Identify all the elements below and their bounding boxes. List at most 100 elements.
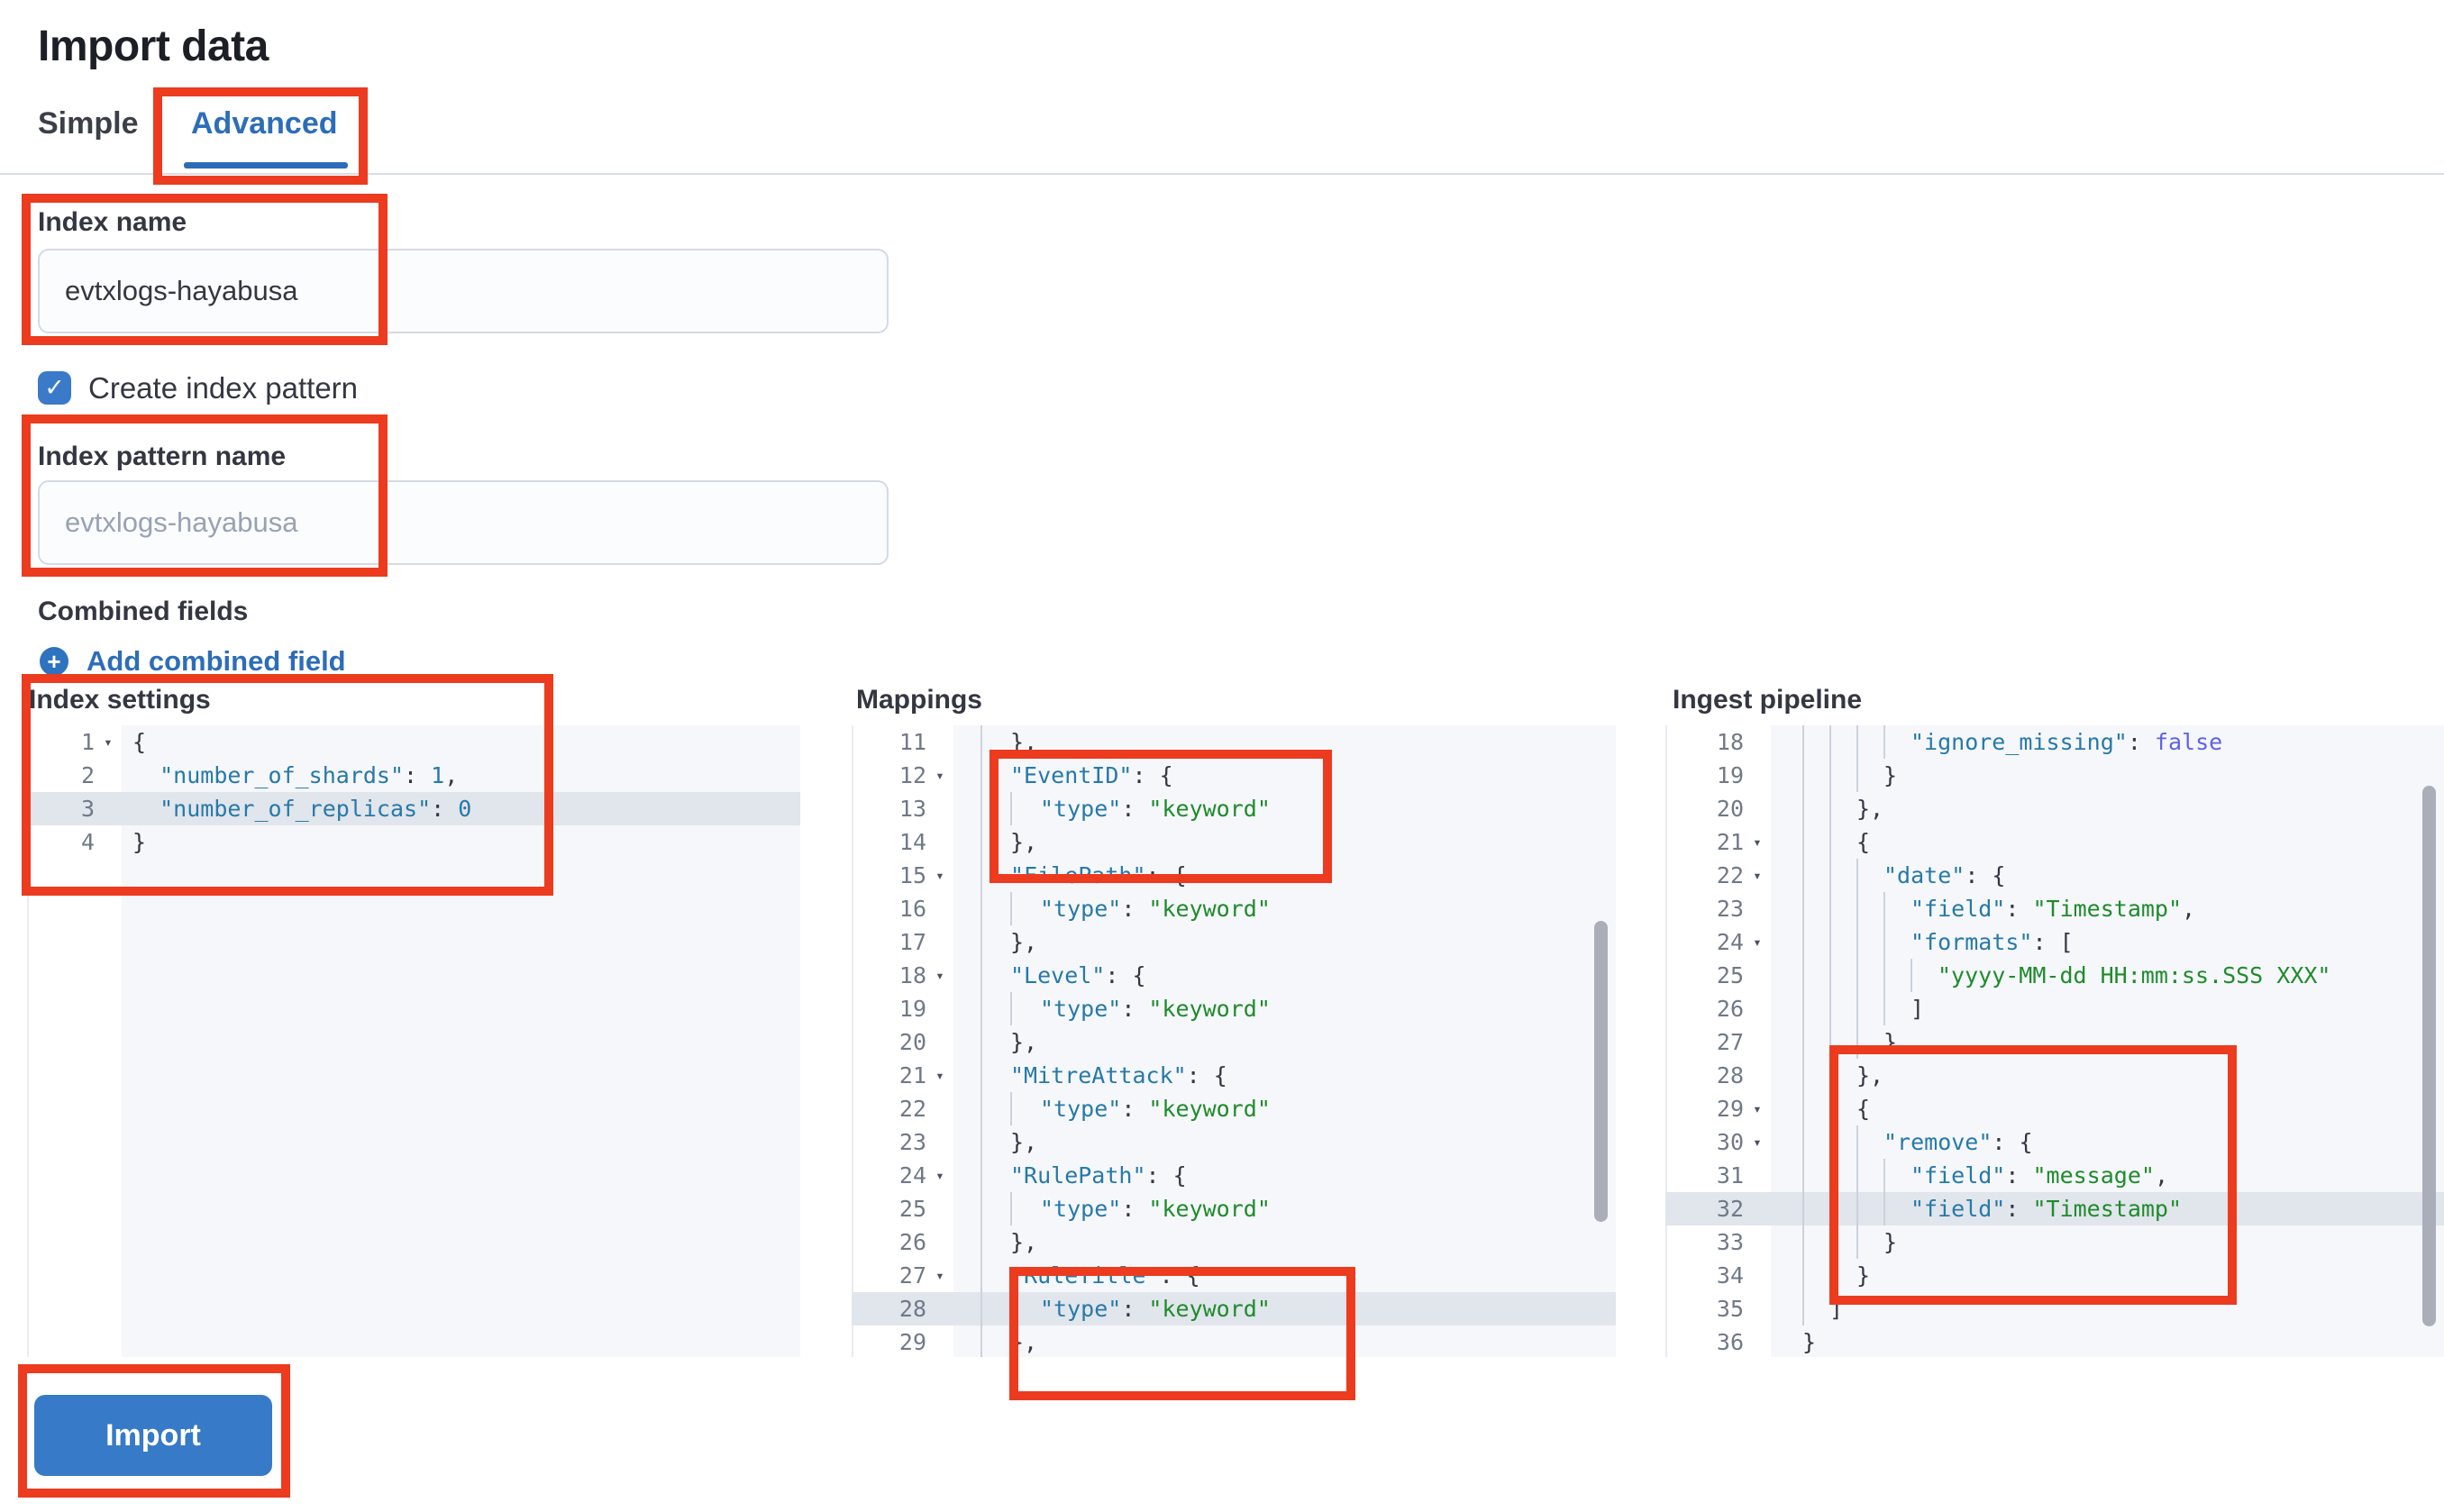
fold-arrow-icon[interactable]: ▾ xyxy=(1753,833,1762,851)
code-text: }, xyxy=(1010,929,1038,955)
fold-arrow-icon[interactable]: ▾ xyxy=(1753,867,1762,884)
indent-guide xyxy=(1010,1292,1040,1325)
tab-advanced[interactable]: Advanced xyxy=(191,106,338,141)
indent-guide xyxy=(1802,992,1829,1025)
mappings-editor[interactable]: 11},12▾"EventID": {13"type": "keyword"14… xyxy=(852,725,1616,1357)
code-text: "type": "keyword" xyxy=(1040,996,1271,1022)
line-number: 21 xyxy=(1716,829,1744,855)
index-pattern-name-input[interactable] xyxy=(38,480,889,565)
line-number: 19 xyxy=(898,996,926,1022)
line-number: 23 xyxy=(1716,896,1744,922)
add-combined-field-button[interactable]: + Add combined field xyxy=(40,645,346,678)
index-pattern-name-label: Index pattern name xyxy=(38,442,287,471)
code-line: 36} xyxy=(1665,1325,2444,1357)
fold-arrow-icon[interactable]: ▾ xyxy=(104,733,113,751)
index-name-input[interactable] xyxy=(38,249,889,333)
code-line: 29 ▾ { xyxy=(1665,1092,2444,1125)
code-text: { xyxy=(1856,1096,1871,1122)
indent-guide xyxy=(1010,992,1040,1025)
create-index-pattern-checkbox[interactable]: ✓ xyxy=(38,371,71,405)
code-line: 20}, xyxy=(1665,792,2444,825)
indent-guide xyxy=(1829,992,1856,1025)
code-text: "type": "keyword" xyxy=(1040,1096,1271,1122)
code-text: "type": "keyword" xyxy=(1040,896,1271,922)
code-text: "Level": { xyxy=(1010,962,1146,988)
indent-guide xyxy=(1829,1259,1856,1292)
code-text: "field": "Timestamp", xyxy=(1911,896,2196,922)
fold-arrow-icon[interactable]: ▾ xyxy=(935,967,944,984)
indent-guide xyxy=(1829,759,1856,792)
indent-guide xyxy=(1883,892,1911,925)
fold-arrow-icon[interactable]: ▾ xyxy=(935,1167,944,1184)
fold-arrow-icon[interactable]: ▾ xyxy=(935,867,944,884)
create-index-pattern-label[interactable]: Create index pattern xyxy=(88,371,359,405)
fold-arrow-icon[interactable]: ▾ xyxy=(935,767,944,784)
line-number: 30 xyxy=(1716,1129,1744,1155)
line-number: 24 xyxy=(898,1162,926,1189)
tab-simple[interactable]: Simple xyxy=(38,106,139,141)
code-line: 14}, xyxy=(852,825,1616,859)
indent-guide xyxy=(1829,1025,1856,1059)
line-number: 3 xyxy=(80,796,95,822)
indent-guide xyxy=(1856,1125,1883,1159)
line-number: 13 xyxy=(898,796,926,822)
code-line: 25"type": "keyword" xyxy=(852,1192,1616,1225)
code-line: 24 ▾ "formats": [ xyxy=(1665,925,2444,959)
fold-arrow-icon[interactable]: ▾ xyxy=(1753,1100,1762,1117)
mappings-scrollbar[interactable] xyxy=(1594,921,1608,1222)
code-line: 33} xyxy=(1665,1225,2444,1259)
code-line: 27} xyxy=(1665,1025,2444,1059)
indent-guide xyxy=(980,1192,1010,1225)
code-text: "date": { xyxy=(1883,862,2006,888)
code-text: }, xyxy=(1010,829,1038,855)
code-text: { xyxy=(1856,829,1871,855)
fold-arrow-icon[interactable]: ▾ xyxy=(1753,934,1762,951)
fold-arrow-icon[interactable]: ▾ xyxy=(1753,1134,1762,1151)
code-line: 3 "number_of_replicas": 0 xyxy=(27,792,800,825)
fold-arrow-icon[interactable]: ▾ xyxy=(935,1267,944,1284)
indent-guide xyxy=(1829,1059,1856,1092)
code-line: 28 "type": "keyword" xyxy=(852,1292,1616,1325)
line-number: 29 xyxy=(1716,1096,1744,1122)
line-number: 33 xyxy=(1716,1229,1744,1255)
code-text: "type": "keyword" xyxy=(1040,1296,1271,1322)
code-line: 22"type": "keyword" xyxy=(852,1092,1616,1125)
line-number: 31 xyxy=(1716,1162,1744,1189)
code-line: 19} xyxy=(1665,759,2444,792)
code-line: 20}, xyxy=(852,1025,1616,1059)
line-number: 2 xyxy=(80,762,95,788)
line-number: 18 xyxy=(898,962,926,988)
line-number: 36 xyxy=(1716,1329,1744,1355)
code-text: } xyxy=(1883,762,1898,788)
indent-guide xyxy=(980,725,1010,759)
line-number: 34 xyxy=(1716,1262,1744,1289)
indent-guide xyxy=(1829,892,1856,925)
code-text: "formats": [ xyxy=(1911,929,2074,955)
indent-guide xyxy=(980,759,1010,792)
code-text: }, xyxy=(1856,1062,1884,1088)
code-line: 29}, xyxy=(852,1325,1616,1357)
code-line: 19 "type": "keyword" xyxy=(852,992,1616,1025)
indent-guide xyxy=(1802,1192,1829,1225)
indent-guide xyxy=(1856,1192,1883,1225)
line-number: 20 xyxy=(1716,796,1744,822)
code-text: { xyxy=(132,729,147,755)
line-number: 12 xyxy=(898,762,926,788)
line-number: 4 xyxy=(80,829,95,855)
line-number: 24 xyxy=(1716,929,1744,955)
indent-guide xyxy=(1829,1225,1856,1259)
code-line: 11}, xyxy=(852,725,1616,759)
fold-arrow-icon[interactable]: ▾ xyxy=(935,1067,944,1084)
index-settings-editor[interactable]: 1▾{2 "number_of_shards": 1,3 "number_of_… xyxy=(27,725,800,1357)
import-button[interactable]: Import xyxy=(34,1395,272,1476)
code-line: 30▾"remove": { xyxy=(1665,1125,2444,1159)
indent-guide xyxy=(1883,992,1911,1025)
code-line: 27▾"RuleTitle": { xyxy=(852,1259,1616,1292)
line-number: 28 xyxy=(898,1296,926,1322)
indent-guide xyxy=(980,1059,1010,1092)
line-number: 35 xyxy=(1716,1296,1744,1322)
ingest-pipeline-scrollbar[interactable] xyxy=(2422,786,2436,1326)
code-text: "field": "message", xyxy=(1911,1162,2168,1189)
code-line: 35] xyxy=(1665,1292,2444,1325)
